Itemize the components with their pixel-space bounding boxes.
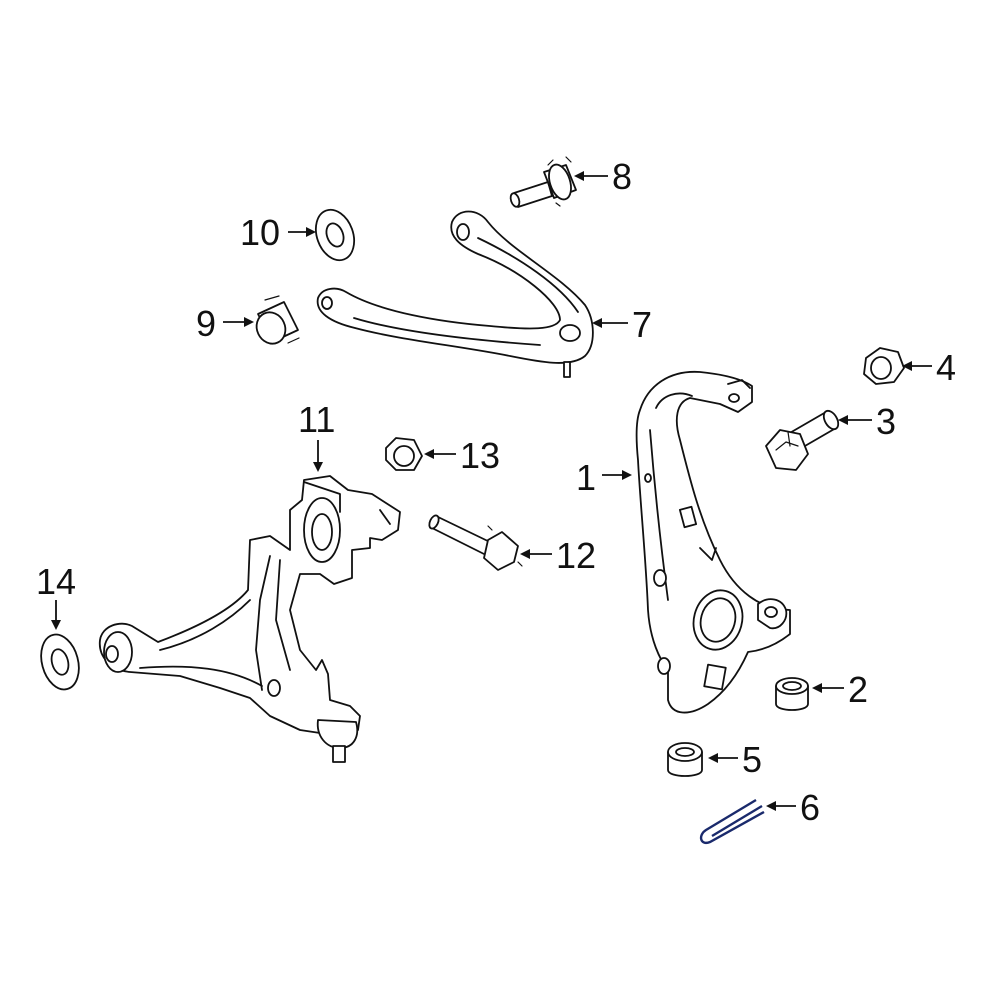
part-7-upper-control-arm[interactable] [316,210,594,378]
callout-9-label: 9 [196,303,216,344]
part-6-cotter-pin[interactable] [699,798,765,845]
callout-13: 13 [424,435,500,476]
part-9-bushing[interactable] [252,295,300,348]
callout-12-label: 12 [556,535,596,576]
callout-2: 2 [812,669,868,710]
callout-5-label: 5 [742,739,762,780]
callout-4-label: 4 [936,347,956,388]
part-4-nut[interactable] [863,347,905,385]
callout-8-label: 8 [612,156,632,197]
callout-3: 3 [838,401,896,442]
callout-14-label: 14 [36,561,76,602]
callout-8: 8 [574,156,632,197]
part-10-washer[interactable] [309,204,361,265]
callout-2-label: 2 [848,669,868,710]
callout-14: 14 [36,561,76,630]
callout-1: 1 [576,457,632,498]
callout-1-label: 1 [576,457,596,498]
callout-10: 10 [240,212,316,253]
callout-10-label: 10 [240,212,280,253]
part-8-bolt[interactable] [509,156,577,208]
callout-9: 9 [196,303,254,344]
callout-4: 4 [902,347,956,388]
part-3-bolt[interactable] [765,408,841,471]
callout-7-label: 7 [632,304,652,345]
callout-6: 6 [766,787,820,828]
part-2-bushing-cap[interactable] [775,677,809,711]
callout-11-label: 11 [298,399,335,440]
part-13-nut[interactable] [385,437,423,471]
part-5-castle-nut[interactable] [667,742,703,777]
callout-7: 7 [592,304,652,345]
callout-3-label: 3 [876,401,896,442]
part-11-lower-control-arm[interactable] [98,475,401,763]
part-12-bolt[interactable] [427,514,523,571]
callout-5: 5 [708,739,762,780]
callout-13-label: 13 [460,435,500,476]
callout-11: 11 [298,399,335,472]
callout-12: 12 [520,535,596,576]
part-14-washer[interactable] [35,630,84,693]
callout-6-label: 6 [800,787,820,828]
part-1-steering-knuckle[interactable] [635,371,791,714]
